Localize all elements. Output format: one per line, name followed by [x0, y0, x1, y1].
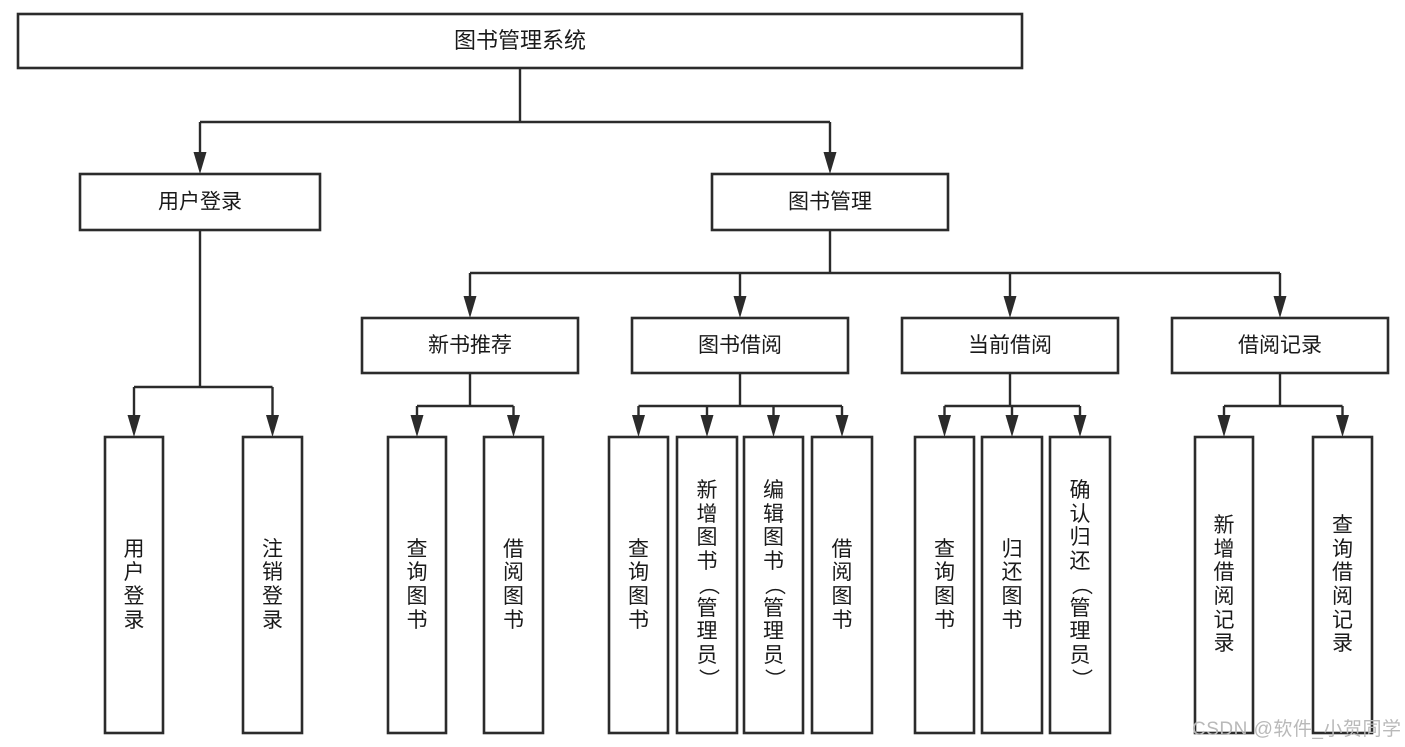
node-box-leaf-add-borrow-rec[interactable]	[1193, 435, 1255, 735]
node-box-leaf-edit-book-admin[interactable]	[742, 435, 805, 735]
arrow-head-icon	[1273, 296, 1287, 318]
arrow-head-icon	[835, 415, 849, 437]
node-box-leaf-borrow-book-bor[interactable]	[810, 435, 874, 735]
node-box-leaf-return-book[interactable]	[980, 435, 1044, 735]
node-boxes-layer	[16, 12, 1390, 735]
node-box-new-book-recommend[interactable]	[360, 316, 580, 375]
arrow-head-icon	[1003, 296, 1017, 318]
node-box-leaf-confirm-return[interactable]	[1048, 435, 1112, 735]
node-box-leaf-borrow-book-new[interactable]	[482, 435, 545, 735]
arrow-head-icon	[1336, 415, 1349, 437]
node-label-root: 图书管理系统	[454, 28, 586, 53]
arrow-head-icon	[507, 415, 520, 437]
watermark-text: CSDN @软件_小贺同学	[1192, 719, 1402, 740]
arrow-head-icon	[1073, 415, 1087, 437]
arrow-head-icon	[1217, 415, 1231, 437]
node-box-leaf-query-borrow-rec[interactable]	[1311, 435, 1374, 735]
node-label-current-borrow: 当前借阅	[968, 334, 1052, 357]
node-label-borrow-record: 借阅记录	[1238, 334, 1322, 357]
node-box-leaf-query-book-new[interactable]	[386, 435, 448, 735]
arrow-head-icon	[767, 415, 780, 437]
arrow-head-icon	[938, 415, 951, 437]
arrow-head-icon	[632, 415, 645, 437]
arrow-head-icon	[266, 415, 279, 437]
node-label-user-login: 用户登录	[158, 191, 242, 214]
arrow-head-icon	[823, 152, 837, 174]
node-box-book-manage[interactable]	[710, 172, 950, 232]
node-label-new-book-recommend: 新书推荐	[428, 334, 512, 357]
arrow-head-icon	[700, 415, 714, 437]
node-box-leaf-query-book-cur[interactable]	[913, 435, 976, 735]
arrow-head-icon	[733, 296, 747, 318]
node-box-current-borrow[interactable]	[900, 316, 1120, 375]
node-box-root[interactable]	[16, 12, 1024, 70]
node-box-borrow-record[interactable]	[1170, 316, 1390, 375]
node-label-book-manage: 图书管理	[788, 191, 872, 214]
node-box-leaf-logout[interactable]	[241, 435, 304, 735]
arrow-head-icon	[410, 415, 424, 437]
node-box-book-borrow[interactable]	[630, 316, 850, 375]
arrow-head-icon	[1005, 415, 1019, 437]
arrow-head-icon	[463, 296, 477, 318]
node-box-user-login[interactable]	[78, 172, 322, 232]
connector-edges-layer	[127, 68, 1349, 437]
node-box-leaf-user-login[interactable]	[103, 435, 165, 735]
node-box-leaf-add-book-admin[interactable]	[675, 435, 739, 735]
node-label-book-borrow: 图书借阅	[698, 334, 782, 357]
arrow-head-icon	[193, 152, 207, 174]
node-box-leaf-query-book-bor[interactable]	[607, 435, 670, 735]
arrow-head-icon	[127, 415, 141, 437]
